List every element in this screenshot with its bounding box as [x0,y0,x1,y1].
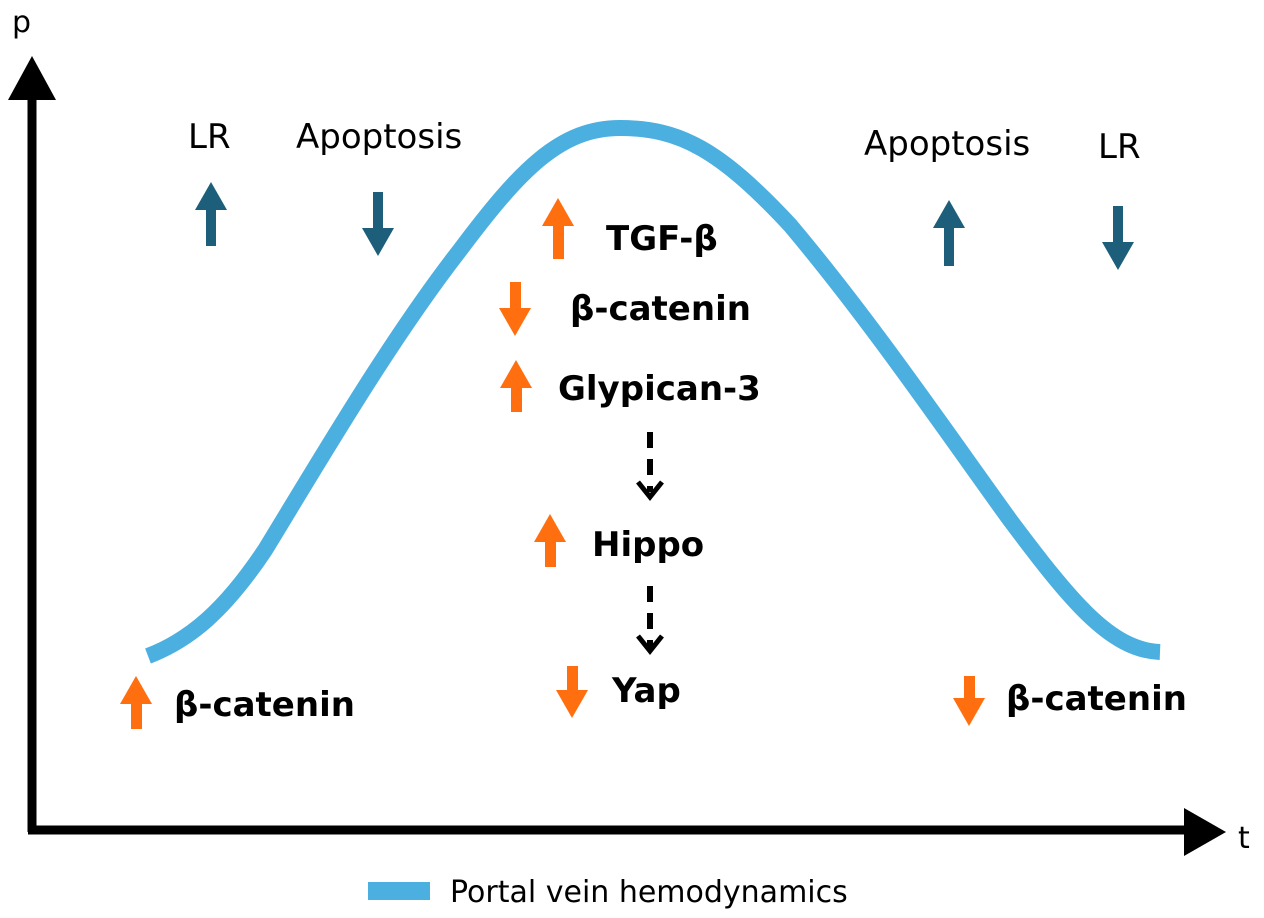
x-axis-label: t [1238,821,1250,856]
beta-catenin-right-label: β-catenin [1006,679,1187,719]
dashed-arrow-glypican-to-hippo-icon [636,432,664,502]
hippo-label: Hippo [592,525,704,565]
yap-down-arrow-icon [556,666,588,718]
beta-catenin-center-down-arrow-icon [499,282,531,336]
lr-right-label: LR [1098,127,1141,167]
apoptosis-right-up-arrow-icon [933,200,965,266]
glypican-up-arrow-icon [500,360,532,412]
lr-left-up-arrow-icon [195,182,227,246]
legend-swatch [368,882,430,900]
beta-catenin-left-label: β-catenin [174,685,355,725]
hippo-up-arrow-icon [534,514,566,567]
legend-label: Portal vein hemodynamics [450,875,848,910]
apoptosis-left-label: Apoptosis [296,117,462,157]
yap-label: Yap [611,671,681,711]
apoptosis-left-down-arrow-icon [362,192,394,256]
dashed-arrow-hippo-to-yap-icon [636,586,664,656]
tgf-beta-label: TGF-β [606,219,718,259]
lr-left-label: LR [188,117,231,157]
beta-catenin-right-down-arrow-icon [953,676,985,726]
beta-catenin-center-label: β-catenin [570,289,751,329]
portal-vein-curve [145,119,1161,664]
x-axis-arrowhead [1184,808,1226,856]
legend: Portal vein hemodynamics [368,875,848,910]
beta-catenin-left-up-arrow-icon [120,676,152,729]
glypican-label: Glypican-3 [558,369,761,409]
axes: p t [8,5,1250,856]
lr-right-down-arrow-icon [1102,206,1134,270]
y-axis-arrowhead [8,56,56,100]
tgf-beta-up-arrow-icon [542,198,574,259]
apoptosis-right-label: Apoptosis [864,124,1030,164]
y-axis-label: p [12,5,31,40]
